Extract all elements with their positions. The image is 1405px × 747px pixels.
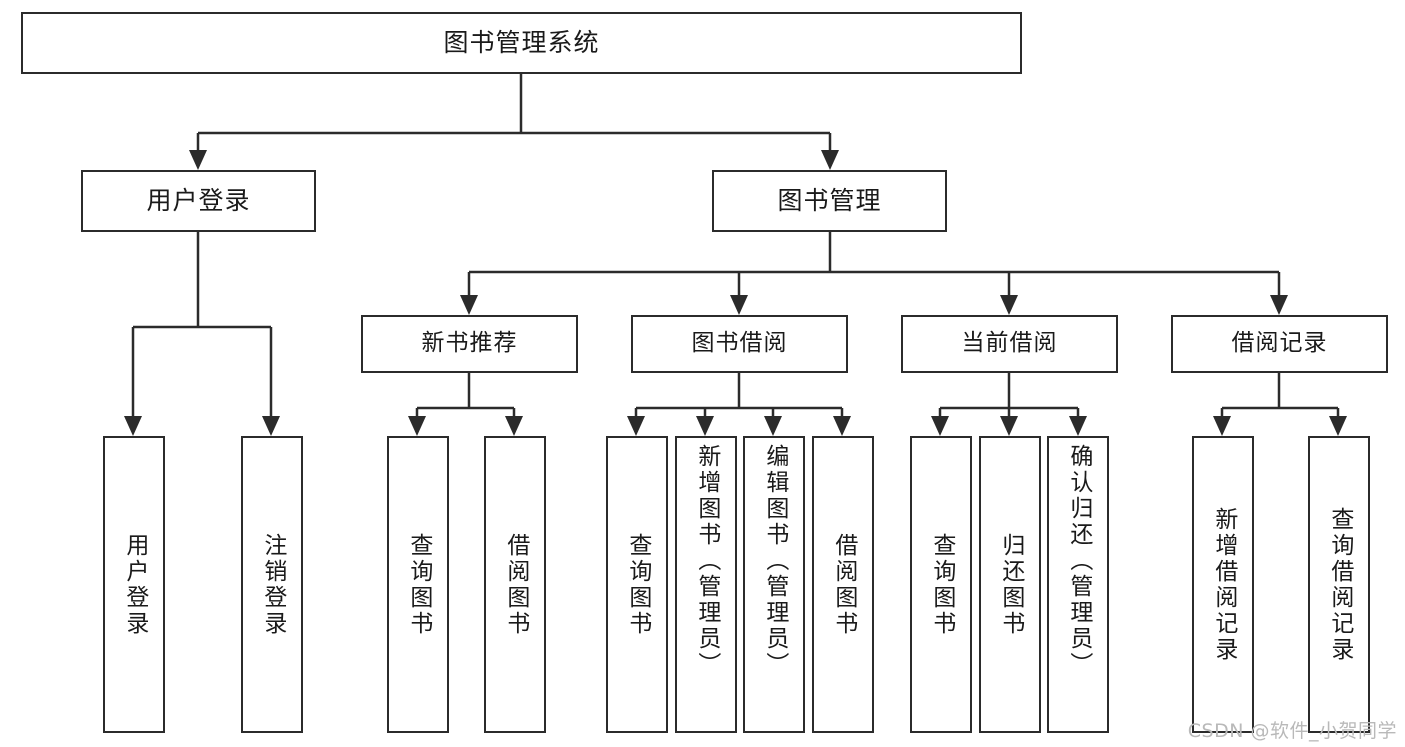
node-label: 图书管理系统 bbox=[443, 28, 600, 58]
leaf-label: 查询借阅记录 bbox=[1326, 506, 1353, 663]
node-label: 当前借阅 bbox=[961, 330, 1058, 357]
leaf-borrow-edit-book-admin[interactable]: 编辑图书（管理员） bbox=[743, 436, 805, 733]
leaf-label: 查询图书 bbox=[928, 532, 955, 637]
leaf-label: 查询图书 bbox=[405, 532, 432, 637]
node-user-login[interactable]: 用户登录 bbox=[81, 170, 316, 232]
leaf-new-book-borrow[interactable]: 借阅图书 bbox=[484, 436, 546, 733]
leaf-label: 新增图书（管理员） bbox=[693, 444, 720, 678]
node-label: 图书管理 bbox=[777, 186, 882, 216]
leaf-new-book-query[interactable]: 查询图书 bbox=[387, 436, 449, 733]
leaf-label: 归还图书 bbox=[997, 532, 1024, 637]
node-label: 用户登录 bbox=[146, 186, 251, 216]
leaf-current-query-book[interactable]: 查询图书 bbox=[910, 436, 972, 733]
leaf-records-add-record[interactable]: 新增借阅记录 bbox=[1192, 436, 1254, 733]
node-book-management[interactable]: 图书管理 bbox=[712, 170, 947, 232]
leaf-label: 编辑图书（管理员） bbox=[761, 444, 788, 678]
node-book-borrow[interactable]: 图书借阅 bbox=[631, 315, 848, 373]
leaf-label: 注销登录 bbox=[259, 532, 286, 637]
leaf-label: 借阅图书 bbox=[502, 532, 529, 637]
node-current-borrow[interactable]: 当前借阅 bbox=[901, 315, 1118, 373]
node-borrow-records[interactable]: 借阅记录 bbox=[1171, 315, 1388, 373]
leaf-borrow-borrow-book[interactable]: 借阅图书 bbox=[812, 436, 874, 733]
leaf-current-return-book[interactable]: 归还图书 bbox=[979, 436, 1041, 733]
leaf-label: 用户登录 bbox=[121, 532, 148, 637]
leaf-records-query-record[interactable]: 查询借阅记录 bbox=[1308, 436, 1370, 733]
leaf-borrow-query-book[interactable]: 查询图书 bbox=[606, 436, 668, 733]
leaf-label: 借阅图书 bbox=[830, 532, 857, 637]
node-label: 图书借阅 bbox=[691, 330, 788, 357]
leaf-current-confirm-return-admin[interactable]: 确认归还（管理员） bbox=[1047, 436, 1109, 733]
leaf-label: 确认归还（管理员） bbox=[1065, 444, 1092, 678]
node-label: 借阅记录 bbox=[1231, 330, 1328, 357]
leaf-user-login-logout[interactable]: 注销登录 bbox=[241, 436, 303, 733]
leaf-user-login-login[interactable]: 用户登录 bbox=[103, 436, 165, 733]
leaf-label: 新增借阅记录 bbox=[1210, 506, 1237, 663]
leaf-label: 查询图书 bbox=[624, 532, 651, 637]
watermark-text: CSDN @软件_小贺同学 bbox=[1187, 720, 1397, 742]
node-new-book-recommend[interactable]: 新书推荐 bbox=[361, 315, 578, 373]
node-label: 新书推荐 bbox=[421, 330, 518, 357]
node-root-system[interactable]: 图书管理系统 bbox=[21, 12, 1022, 74]
leaf-borrow-add-book-admin[interactable]: 新增图书（管理员） bbox=[675, 436, 737, 733]
